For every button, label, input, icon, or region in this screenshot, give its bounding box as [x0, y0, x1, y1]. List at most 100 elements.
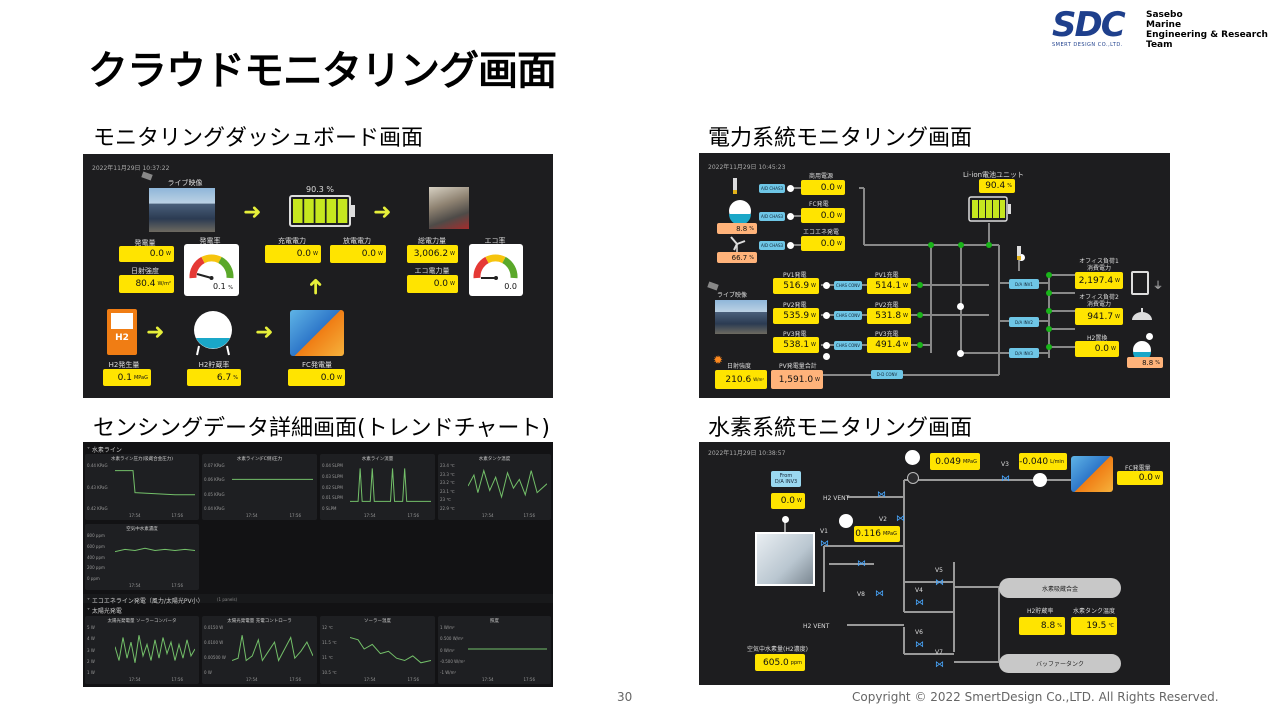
valve-icon[interactable]: ⋈ — [877, 490, 886, 500]
valve-v4-icon[interactable]: ⋈ — [915, 598, 924, 608]
node-dot — [917, 282, 923, 288]
logo-team-text: Sasebo Marine Engineering & Research Tea… — [1146, 10, 1268, 50]
trend-line-plot — [232, 464, 313, 508]
trend-group-eco[interactable]: ˅ エコエネライン発電（風力/太陽光PV小） — [87, 598, 204, 605]
section-title-trend: センシングデータ詳細画面(トレンドチャート) — [93, 416, 550, 441]
buffer-tank: バッファータンク — [999, 654, 1121, 673]
valve-v7-label: V7 — [935, 649, 943, 656]
pv2-chg-unit: W — [903, 313, 908, 319]
trend-series-line — [115, 471, 195, 495]
flow-arrow-right-icon: ➜ — [255, 320, 274, 345]
trend-y-tick: 0.06 KPaG — [204, 477, 225, 483]
from-label-2: D/A INV3 — [774, 479, 798, 485]
tanktemp-value: 19.5 — [1086, 621, 1107, 631]
trend-line-plot — [350, 464, 431, 508]
liion-label: Li-ion電池ユニット — [963, 171, 1025, 179]
eco-rate-value: 0.0 — [504, 282, 517, 291]
gen-value: 0.0 — [149, 249, 165, 259]
node-dot — [823, 342, 830, 349]
h2gen-value: 0.1 — [117, 372, 132, 383]
trend-y-tick: 10.5 ℃ — [322, 670, 337, 675]
trend-x-tick: 17:56 — [523, 677, 535, 682]
office-camera-image[interactable] — [429, 187, 469, 229]
node-dot — [787, 213, 794, 220]
trend-x-tick: 17:56 — [407, 513, 419, 518]
trend-group-solar[interactable]: ˅ 太陽光発電 — [87, 608, 122, 615]
office1-label-2: 消費電力 — [1086, 265, 1111, 272]
logo-line-1: Sasebo — [1146, 10, 1183, 20]
valve-v3-icon[interactable]: ⋈ — [1001, 474, 1010, 484]
gen-unit: W — [166, 251, 171, 257]
trend-y-tick: 0.02 SLPM — [322, 484, 343, 490]
valve-v7-icon[interactable]: ⋈ — [935, 660, 944, 670]
node-dot — [1046, 290, 1052, 296]
fc-gen-value: 0.0 — [820, 210, 836, 221]
trend-x-tick: 17:54 — [482, 677, 494, 682]
battery-cell — [337, 199, 348, 223]
trend-x-tick: 17:54 — [129, 583, 141, 588]
hydrogen-timestamp: 2022年11月29日 10:38:57 — [708, 450, 786, 457]
charge-label: 充電電力 — [278, 237, 306, 245]
gen-rate-gauge: 0.1 % — [184, 244, 239, 296]
trend-chart-title: ソーラー温度 — [364, 619, 391, 624]
valve-v5-icon[interactable]: ⋈ — [935, 578, 944, 588]
pv3-gen-value: 538.1 — [783, 340, 810, 350]
pressure2-unit: MPaG — [882, 531, 897, 537]
trend-group-hydrogen[interactable]: ˅ 水素ライン — [87, 447, 122, 454]
electrolyzer-image[interactable] — [755, 532, 815, 586]
trend-line-plot — [350, 626, 431, 672]
discharge-unit: W — [378, 251, 383, 257]
office1-label-1: オフィス負荷1 — [1079, 258, 1119, 265]
battery-pct: 90.3 % — [306, 185, 334, 194]
valve-v6-label: V6 — [915, 629, 923, 636]
power-h2-pct-unit: % — [749, 225, 754, 232]
trend-chart-title: 空気中水素濃度 — [126, 527, 158, 532]
power-h2-pct-box: 8.8% — [717, 223, 757, 234]
battery-cell — [326, 199, 337, 223]
live-camera-image[interactable] — [149, 188, 215, 232]
trend-line-plot — [115, 626, 195, 672]
power-live-image[interactable] — [715, 300, 767, 334]
valve-v2-icon[interactable]: ⋈ — [896, 514, 905, 524]
slide-title: クラウドモニタリング画面 — [88, 48, 557, 94]
valve-v8-icon[interactable]: ⋈ — [875, 589, 884, 599]
node-dot — [782, 516, 789, 523]
h2-fc-unit: W — [1155, 475, 1160, 481]
pv3-chg-label: PV3充電 — [875, 331, 899, 338]
liion-value-box: 90.4% — [979, 179, 1015, 193]
trend-x-axis: 17:54 17:56 — [482, 677, 535, 682]
section-title-power: 電力系統モニタリング画面 — [708, 126, 973, 151]
ceiling-light-icon — [1132, 308, 1152, 320]
valve-v6-icon[interactable]: ⋈ — [915, 640, 924, 650]
valve-icon[interactable]: ⋈ — [857, 559, 866, 569]
h2fan-unit: W — [1111, 346, 1116, 352]
h2vent-label-1: H2 VENT — [823, 495, 850, 502]
valve-v1-icon[interactable]: ⋈ — [820, 539, 829, 549]
discharge-value: 0.0 — [361, 249, 377, 259]
pressure2-value: 0.116 — [855, 529, 881, 539]
trend-y-tick: 1 W — [87, 670, 95, 675]
power-tank-pct-unit: % — [1155, 359, 1160, 366]
